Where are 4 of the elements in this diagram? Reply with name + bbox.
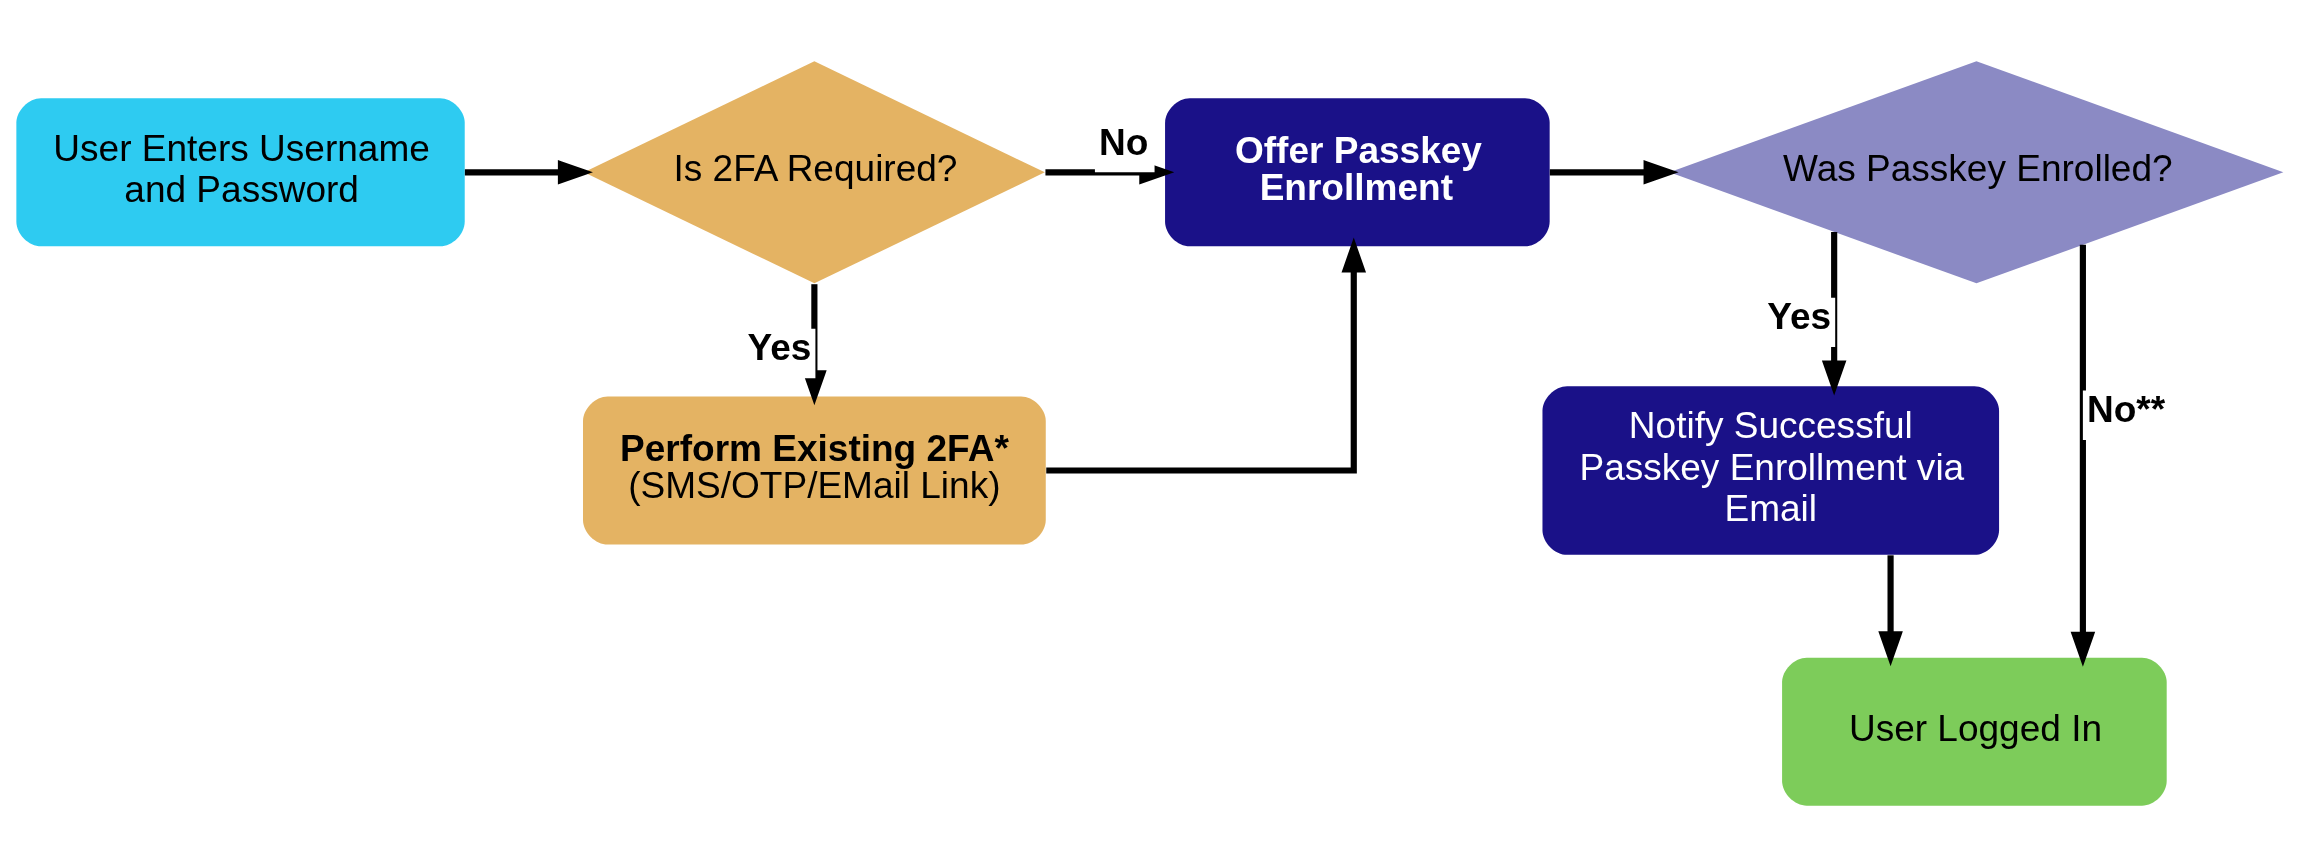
edge-label: Yes xyxy=(747,326,812,369)
edge-label: No xyxy=(1099,120,1149,163)
edge-label: Yes xyxy=(1767,295,1832,338)
edge-label: No** xyxy=(2087,388,2166,431)
